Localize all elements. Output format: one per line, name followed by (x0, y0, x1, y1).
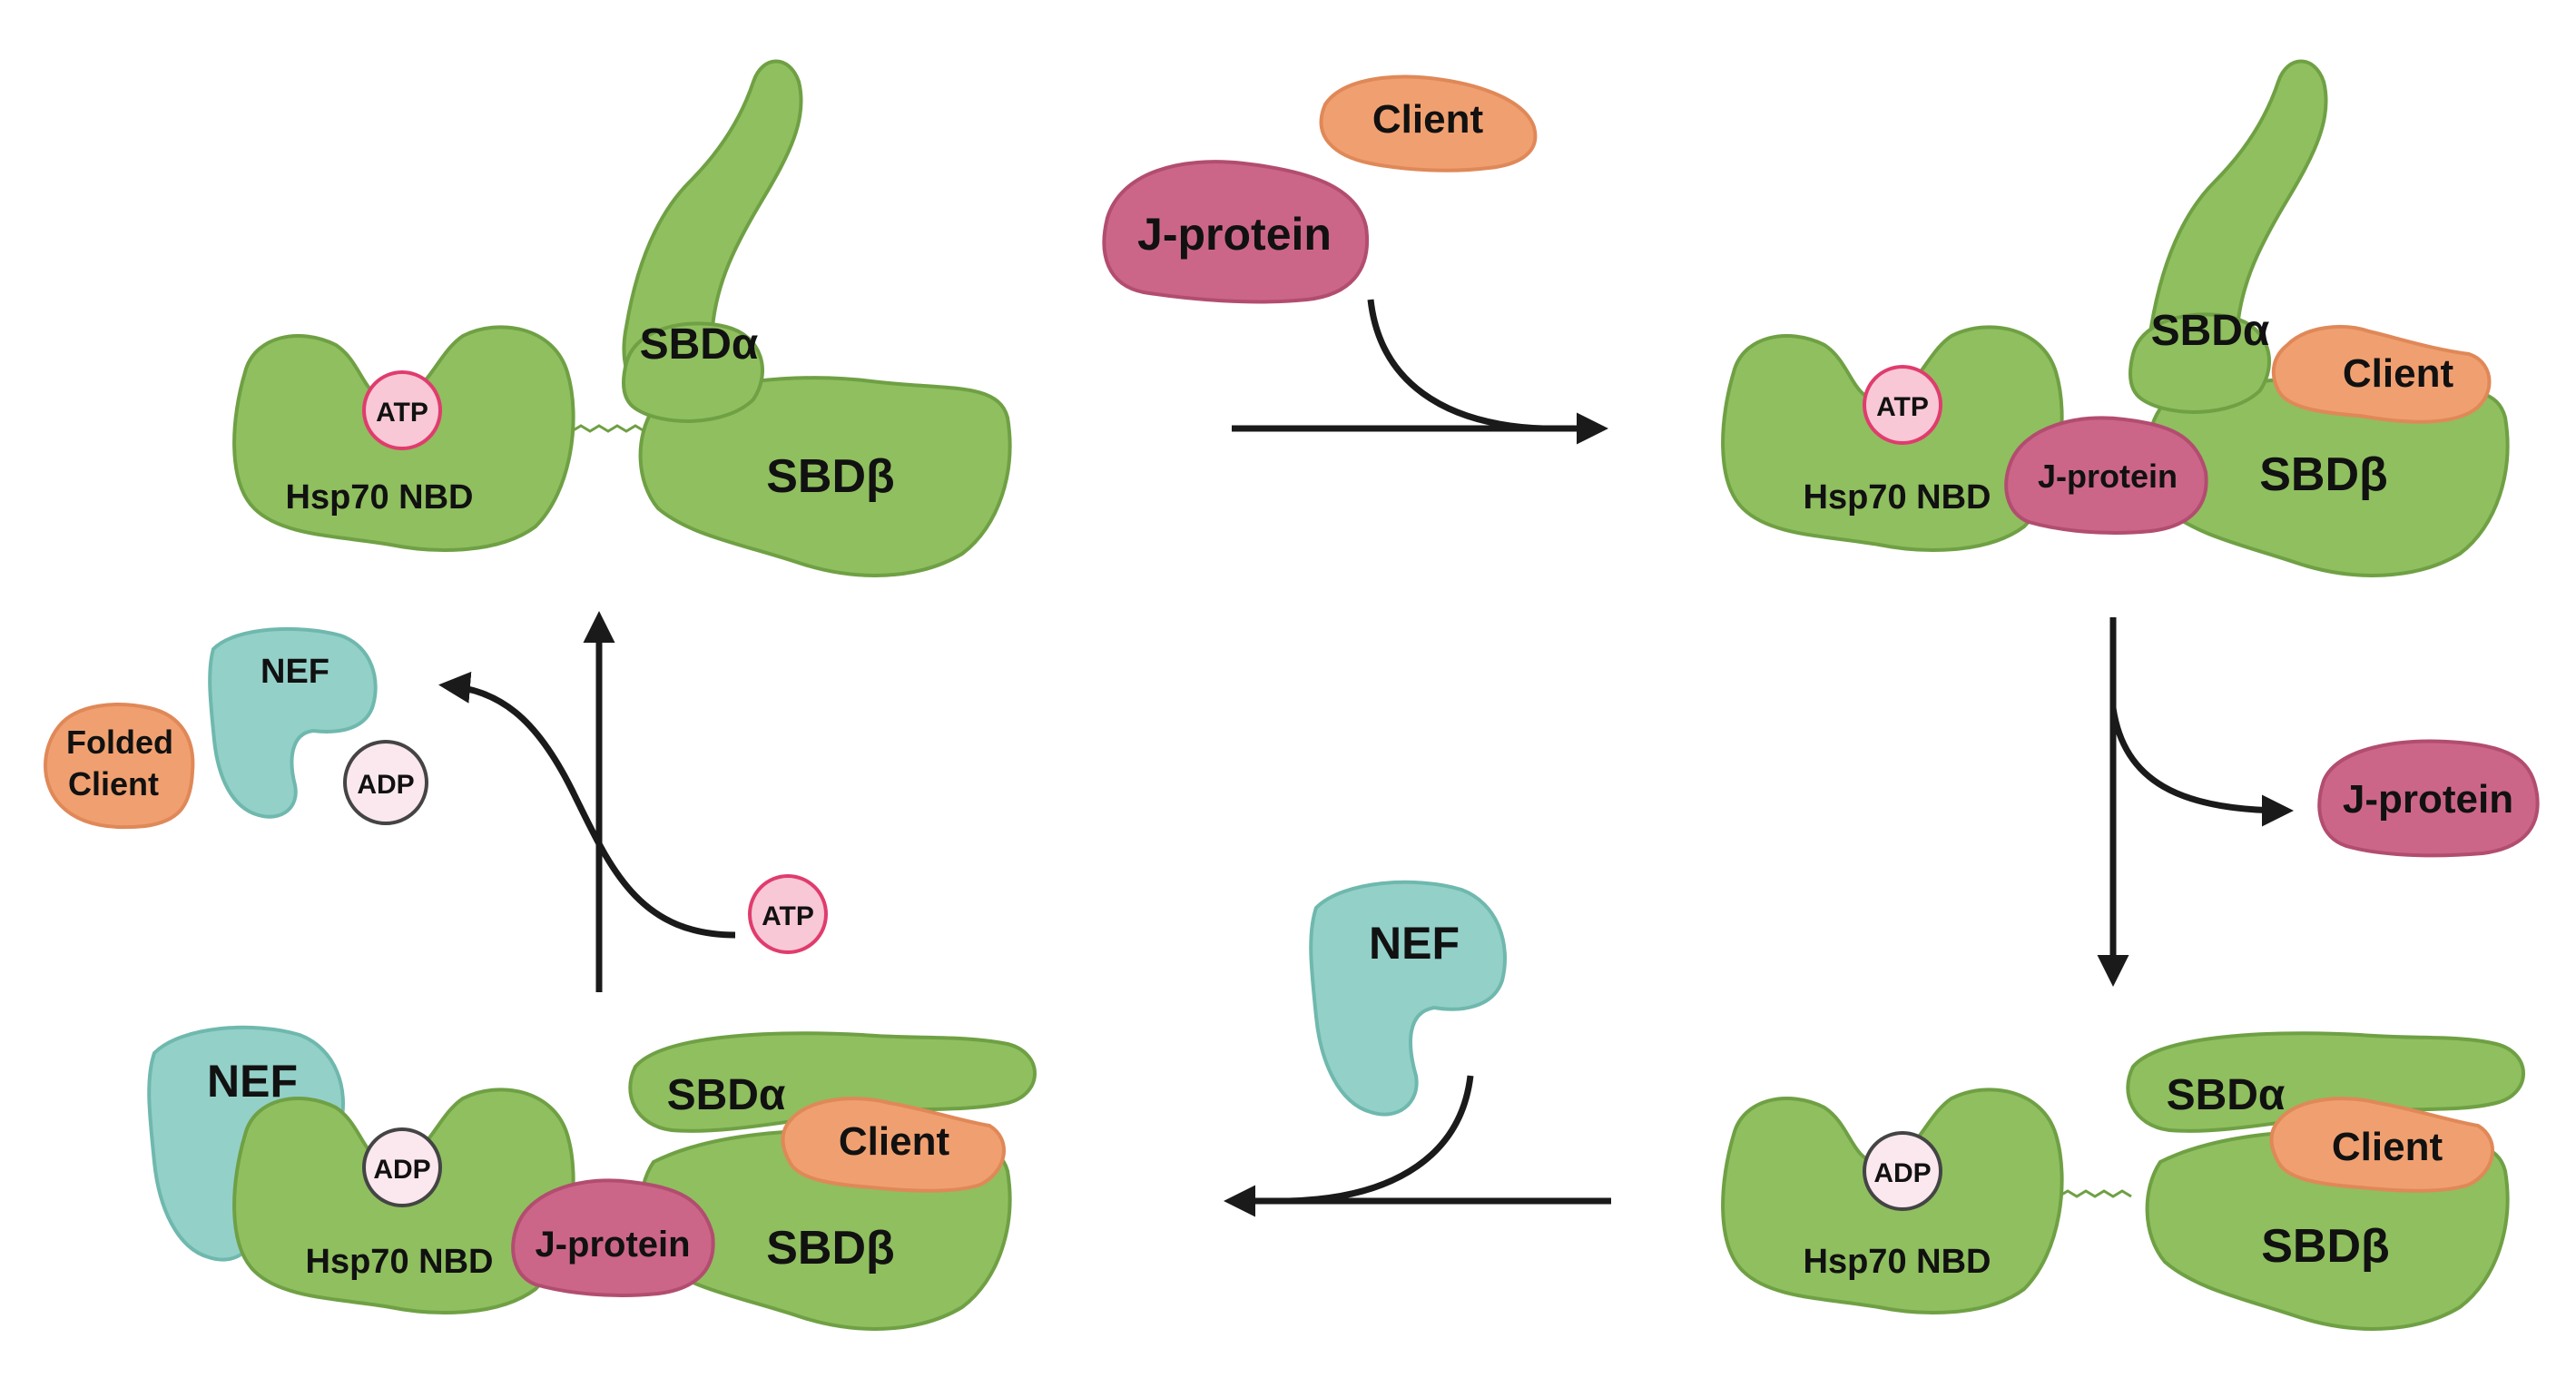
arrow-left-curve (438, 671, 736, 939)
client-bound (2269, 1097, 2494, 1193)
folded-client-label-line2: Client (68, 765, 159, 802)
nef-free-out (208, 626, 378, 819)
folded-client-label-line1: Folded (66, 724, 173, 761)
sbd-alpha-label: SBDα (640, 320, 759, 369)
arrow-right-curve (2109, 707, 2294, 827)
sbd-beta-label: SBDβ (766, 450, 895, 503)
client-bound (781, 1097, 1006, 1193)
linker (571, 424, 645, 433)
nef-free-out-label: NEF (261, 653, 329, 691)
atp-free-badge (748, 874, 828, 954)
nef-free-in-label: NEF (1369, 918, 1460, 969)
jprotein-free-in-label: J-protein (1137, 209, 1332, 260)
jprotein-label: J-protein (535, 1225, 690, 1265)
nbd-label: Hsp70 NBD (306, 1243, 494, 1281)
jprotein-free-out (2317, 739, 2540, 858)
client-label: Client (2343, 351, 2454, 396)
sbd-alpha-domain (2129, 312, 2271, 414)
jprotein-bound (2004, 416, 2208, 535)
panel-top-left: Hsp70 NBD SBDα SBDβ ATP (232, 59, 1012, 577)
sbd-beta-label: SBDβ (2261, 1220, 2390, 1273)
nbd-label: Hsp70 NBD (286, 478, 474, 517)
nef-label: NEF (207, 1056, 298, 1107)
atp-label: ATP (1876, 392, 1929, 422)
sbd-alpha-label: SBDα (2151, 307, 2270, 355)
panel-bottom-right: Client Hsp70 NBD SBDα SBDβ ADP (1721, 1031, 2525, 1331)
panel-bottom-left: NEF Client J-protein Hsp70 NBD SBDα SBDβ… (147, 1025, 1037, 1331)
adp-badge (1863, 1131, 1942, 1211)
adp-label: ADP (373, 1155, 430, 1185)
jprotein-free-in (1102, 160, 1370, 304)
client-bound (2271, 325, 2492, 424)
client-free-label: Client (1372, 97, 1484, 142)
linker (2058, 1189, 2132, 1198)
sbd-beta-label: SBDβ (766, 1222, 895, 1275)
arrow-bottom-curve (1288, 1075, 1474, 1205)
adp-free-badge (343, 740, 428, 825)
atp-label: ATP (376, 398, 428, 428)
sbd-beta-domain (638, 376, 1012, 577)
client-label: Client (839, 1119, 950, 1164)
folded-client (44, 703, 195, 830)
adp-free-label: ADP (357, 770, 414, 800)
sbd-alpha-label: SBDα (2167, 1071, 2286, 1119)
nbd-label: Hsp70 NBD (1804, 1243, 1991, 1281)
sbd-beta-label: SBDβ (2259, 448, 2388, 501)
client-free (1319, 74, 1538, 172)
sbd-alpha-domain (628, 1031, 1037, 1133)
jprotein-free-out-label: J-protein (2343, 777, 2513, 822)
sbd-alpha-domain (2126, 1031, 2525, 1133)
arrows (438, 299, 2294, 1217)
client-label: Client (2332, 1125, 2443, 1169)
adp-badge (362, 1127, 442, 1207)
jprotein-bound (511, 1178, 715, 1297)
atp-badge (362, 370, 442, 450)
atp-badge (1863, 365, 1942, 445)
adp-label: ADP (1873, 1158, 1931, 1188)
nef-free-in (1309, 880, 1507, 1117)
sbd-alpha-label: SBDα (667, 1071, 786, 1119)
jprotein-label: J-protein (2038, 458, 2178, 495)
arrow-top-curve (1367, 299, 1544, 432)
sbd-alpha-domain (622, 321, 764, 423)
atp-free-label: ATP (762, 901, 814, 931)
nbd-label: Hsp70 NBD (1804, 478, 1991, 517)
panel-top-right: Client J-protein Hsp70 NBD SBDα SBDβ ATP (1721, 59, 2510, 577)
